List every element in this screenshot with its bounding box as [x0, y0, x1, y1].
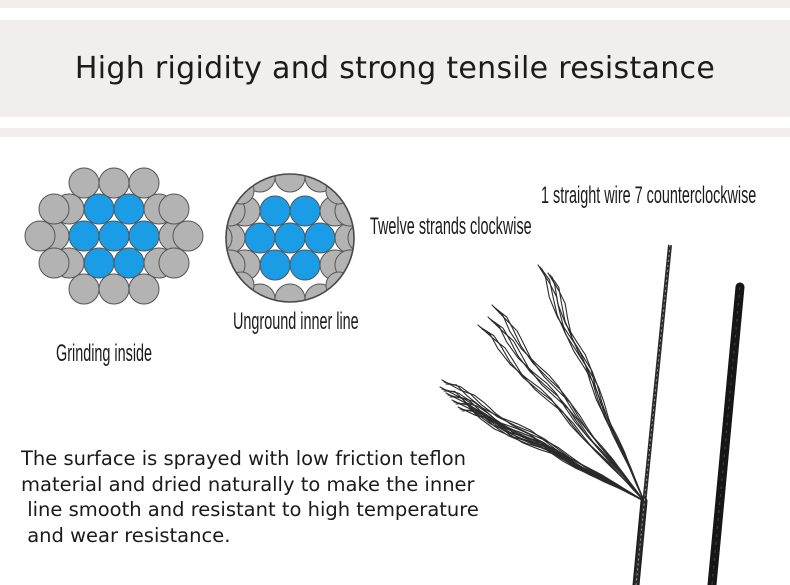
description-line: The surface is sprayed with low friction…	[21, 447, 466, 470]
inner-strand	[244, 222, 276, 254]
outer-strand	[68, 273, 100, 305]
outer-strand	[347, 222, 354, 254]
outer-strand	[325, 177, 353, 205]
inner-strand	[83, 193, 115, 225]
inner-strand	[259, 195, 291, 227]
frayed-strand	[495, 308, 645, 502]
outer-strand	[226, 174, 246, 193]
inner-strand	[289, 249, 321, 281]
straight-wire-label: 1 straight wire 7 counterclockwise	[541, 182, 757, 209]
grinding-inside-label: Grinding inside	[56, 340, 153, 367]
unground-cross-section-icon	[225, 173, 355, 303]
outer-strand	[325, 271, 353, 299]
frayed-strand	[491, 320, 645, 502]
inner-strand	[113, 193, 145, 225]
outer-strand	[227, 271, 255, 299]
outer-strand	[68, 167, 100, 199]
grinding-cross-section-icon	[24, 167, 204, 305]
description-line: material and dried naturally to make the…	[21, 472, 475, 496]
inner-strand	[259, 249, 291, 281]
twelve-strands-label: Twelve strands clockwise	[370, 213, 532, 240]
inner-strand	[128, 220, 160, 252]
straight-wire-icon	[634, 244, 672, 585]
unground-inner-line-label: Unground inner line	[233, 308, 359, 335]
section-divider-band	[0, 128, 790, 137]
inner-strand	[304, 222, 336, 254]
outer-strand	[158, 247, 190, 279]
frayed-strand	[461, 409, 645, 502]
outer-strand	[172, 220, 204, 252]
inner-strand	[83, 247, 115, 279]
inner-strand	[68, 220, 100, 252]
frayed-strand	[481, 328, 645, 502]
description-text: The surface is sprayed with low friction…	[21, 446, 511, 548]
description-line: and wear resistance.	[21, 523, 231, 547]
inner-strand	[113, 247, 145, 279]
outer-strand	[334, 174, 354, 193]
top-divider-band	[0, 0, 790, 8]
outer-strand	[128, 167, 160, 199]
coated-wire-icon	[707, 282, 745, 585]
frayed-strand	[551, 276, 645, 502]
header-banner: High rigidity and strong tensile resista…	[0, 20, 790, 117]
frayed-strand	[445, 383, 645, 502]
outer-strand	[98, 167, 130, 199]
outer-strand	[98, 273, 130, 305]
outer-strand	[227, 177, 255, 205]
frayed-cable-illustration	[439, 244, 745, 585]
outer-strand	[274, 174, 306, 193]
outer-strand	[38, 247, 70, 279]
outer-strand	[38, 193, 70, 225]
outer-strand	[128, 273, 160, 305]
page-title: High rigidity and strong tensile resista…	[74, 51, 716, 86]
inner-strand	[289, 195, 321, 227]
inner-strand	[98, 220, 130, 252]
outer-strand	[24, 220, 56, 252]
inner-strand	[274, 222, 306, 254]
outer-strand	[226, 222, 233, 254]
description-line: line smooth and resistant to high temper…	[21, 498, 479, 521]
outer-strand	[158, 193, 190, 225]
